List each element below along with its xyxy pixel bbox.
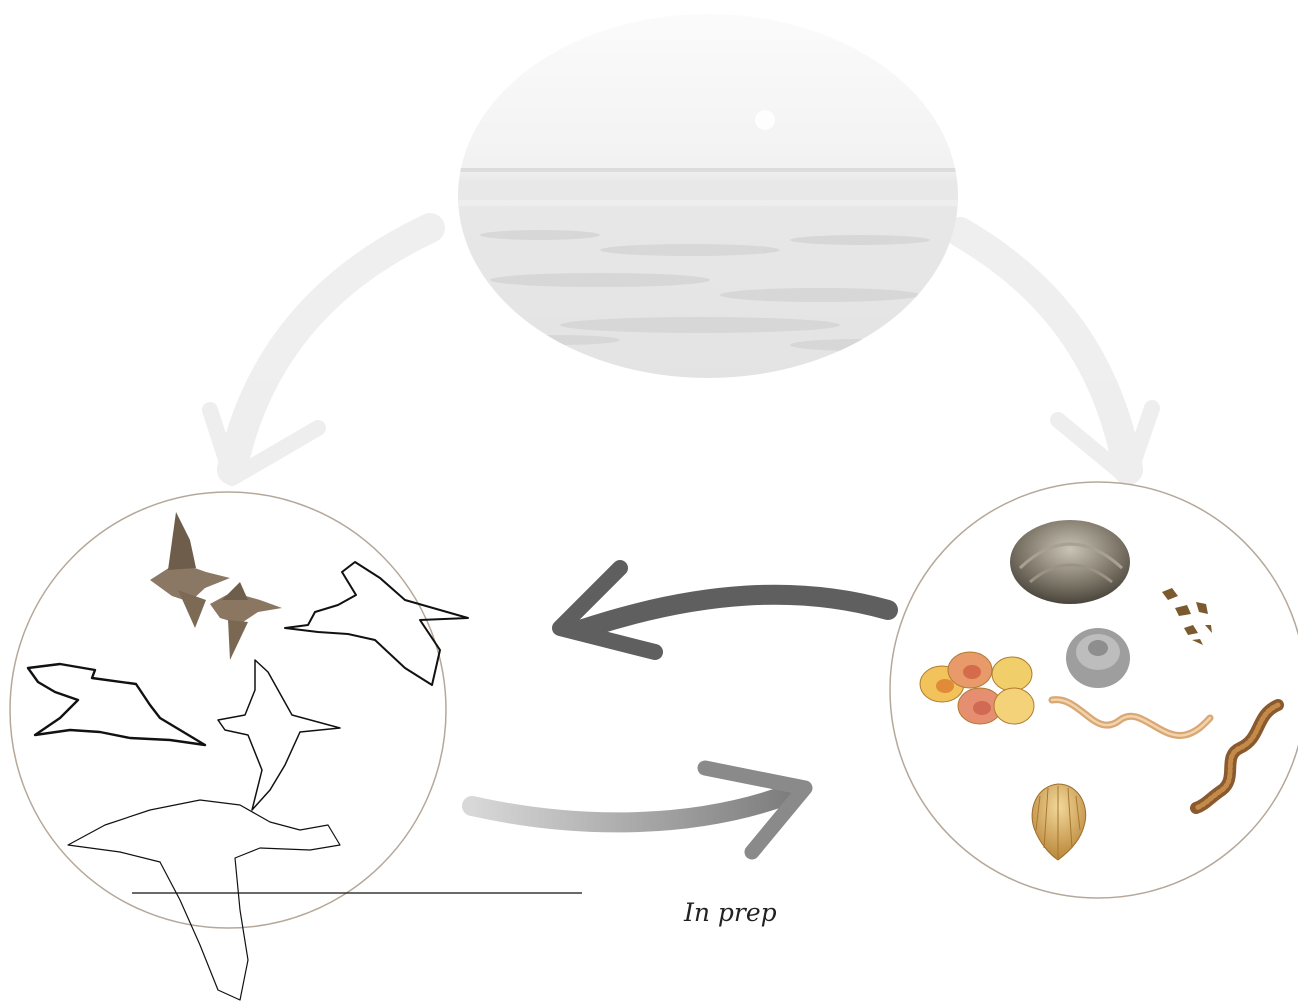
arrow-habitat-to-prey [960,232,1152,478]
birds-circle [10,492,446,928]
habitat-image [456,12,962,382]
arrow-birds-to-prey [472,768,805,852]
arrow-habitat-to-birds [210,228,430,478]
caption-in-prep: In prep [684,898,777,927]
arrow-prey-to-birds [560,568,888,652]
